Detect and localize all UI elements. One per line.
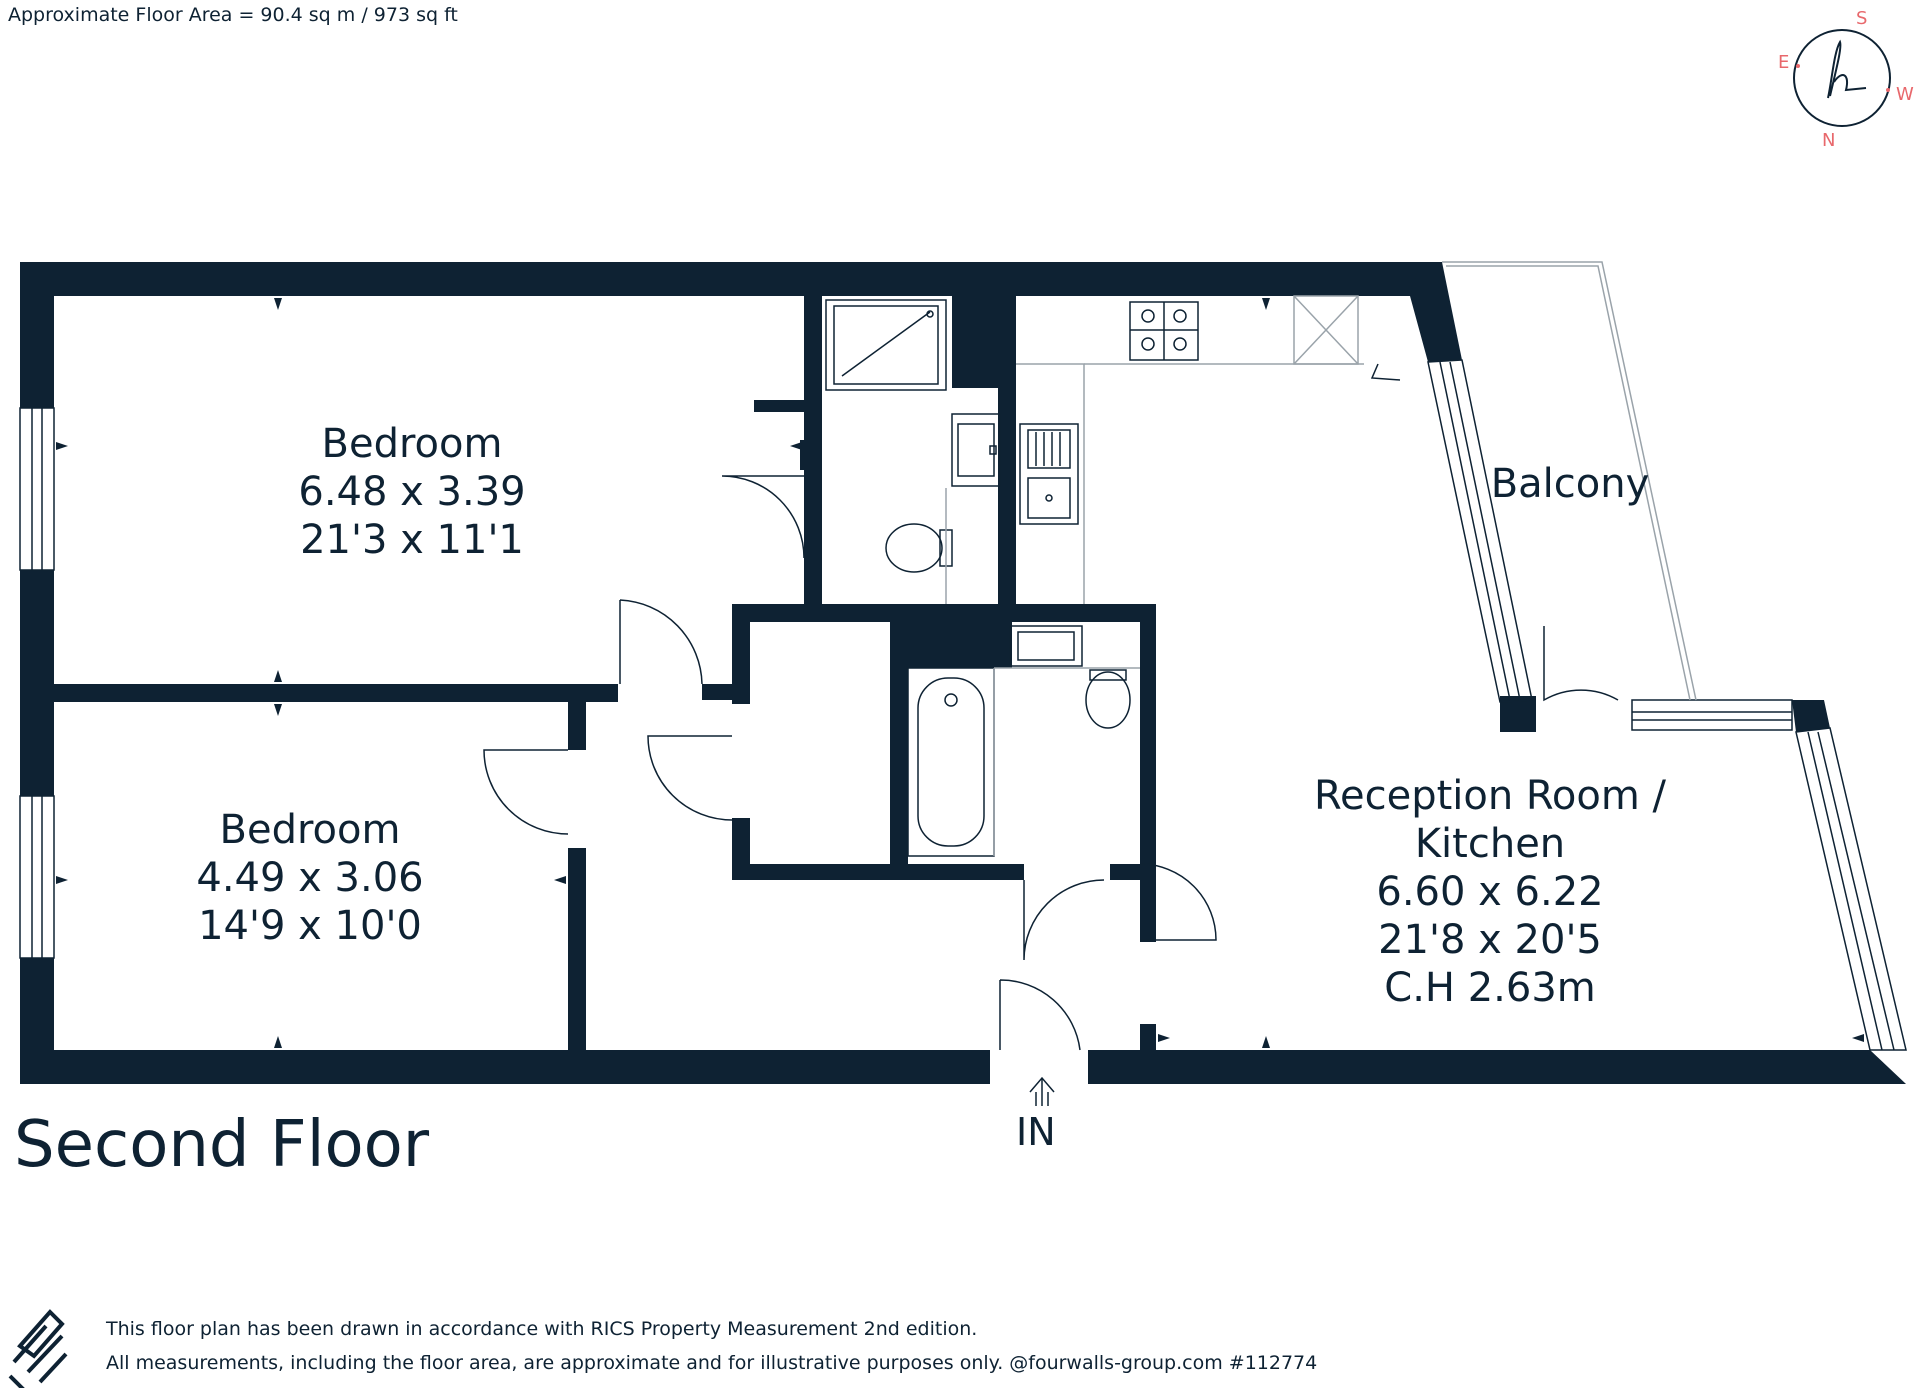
ensuite-fixtures [885,413,1001,604]
room-metric: 4.49 x 3.06 [196,855,424,901]
room-name: Balcony [1490,461,1650,507]
compass-n: N [1822,130,1836,151]
room-ceiling-height: C.H 2.63m [1384,965,1596,1011]
reception-windows [1427,359,1907,1051]
dimension-ticks [56,298,1864,1048]
room-bedroom-2: Bedroom 4.49 x 3.06 14'9 x 10'0 [160,806,460,950]
room-imperial: 21'8 x 20'5 [1378,917,1602,963]
footer-note-1: This floor plan has been drawn in accord… [106,1318,978,1340]
compass-w: W [1896,84,1914,105]
arrow-up-icon [1029,1076,1055,1106]
kitchen-sink-icon [1019,423,1079,525]
floor-title: Second Floor [14,1108,430,1182]
room-metric: 6.48 x 3.39 [298,469,526,515]
hob-icon [1129,301,1199,361]
room-name: Bedroom [321,421,503,467]
footer-note-2: All measurements, including the floor ar… [106,1352,1318,1374]
fourwalls-logo-icon [8,1309,68,1388]
doors [483,363,1619,1051]
windows [19,407,55,959]
room-imperial: 14'9 x 10'0 [198,903,422,949]
compass-s: S [1856,8,1868,29]
entrance-label: IN [1016,1110,1056,1154]
room-reception: Reception Room / Kitchen 6.60 x 6.22 21'… [1290,772,1690,1012]
balcony-outline [1442,261,1697,701]
kitchen-counter [1016,295,1364,604]
compass-e: E [1778,52,1790,73]
room-metric: 6.60 x 6.22 [1376,869,1604,915]
room-imperial: 21'3 x 11'1 [300,517,524,563]
walls [20,262,1906,1084]
room-name: Bedroom [219,807,401,853]
h-monogram-icon [1793,29,1891,127]
room-balcony: Balcony [1480,460,1660,508]
room-bedroom-1: Bedroom 6.48 x 3.39 21'3 x 11'1 [262,420,562,564]
floor-area-text: Approximate Floor Area = 90.4 sq m / 973… [8,4,458,26]
room-name-line1: Reception Room / [1313,773,1667,819]
bathroom-fixtures [907,625,1140,857]
room-name-line2: Kitchen [1414,821,1566,867]
shower-icon [825,299,947,391]
